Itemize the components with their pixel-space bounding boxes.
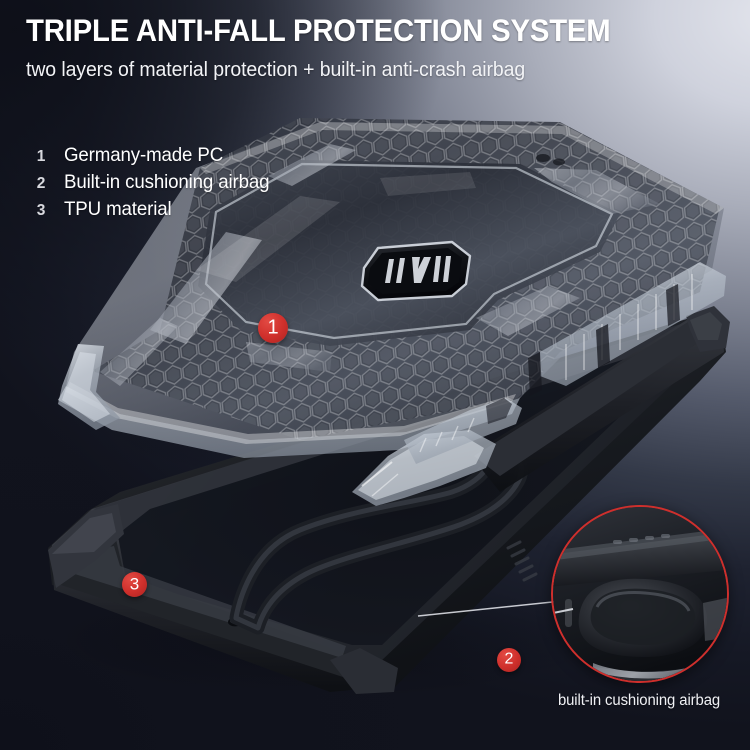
header-block: TRIPLE ANTI-FALL PROTECTION SYSTEM two l… bbox=[26, 12, 726, 82]
feature-item-2: 2 Built-in cushioning airbag bbox=[30, 171, 278, 194]
pc-shell bbox=[58, 118, 726, 506]
callout-marker-1: 1 bbox=[258, 313, 288, 343]
feature-item-3: 3 TPU material bbox=[30, 198, 278, 221]
feature-item-1-number: 1 bbox=[36, 148, 46, 165]
feature-item-1: 1 Germany-made PC bbox=[30, 144, 278, 167]
feature-item-2-label: Built-in cushioning airbag bbox=[64, 171, 270, 193]
airbag-detail-image bbox=[553, 507, 727, 681]
callout-marker-2: 2 bbox=[497, 648, 521, 672]
callout-marker-1-number: 1 bbox=[267, 316, 279, 339]
feature-item-3-number: 3 bbox=[36, 202, 46, 219]
airbag-detail-circle bbox=[551, 505, 729, 683]
callout-marker-2-number: 2 bbox=[504, 650, 514, 668]
detail-caption: built-in cushioning airbag bbox=[557, 692, 721, 709]
brand-badge bbox=[360, 240, 472, 302]
feature-list: 1 Germany-made PC 2 Built-in cushioning … bbox=[30, 144, 278, 225]
feature-item-3-label: TPU material bbox=[64, 198, 172, 220]
page-subtitle: two layers of material protection + buil… bbox=[26, 58, 526, 82]
clear-corner-piece bbox=[352, 398, 522, 506]
feature-item-2-number: 2 bbox=[36, 175, 46, 192]
feature-item-1-label: Germany-made PC bbox=[64, 144, 224, 166]
callout-marker-3: 3 bbox=[122, 572, 147, 597]
page-title: TRIPLE ANTI-FALL PROTECTION SYSTEM bbox=[26, 12, 611, 48]
clear-side-bumper bbox=[528, 262, 726, 396]
callout-marker-3-number: 3 bbox=[129, 574, 140, 594]
